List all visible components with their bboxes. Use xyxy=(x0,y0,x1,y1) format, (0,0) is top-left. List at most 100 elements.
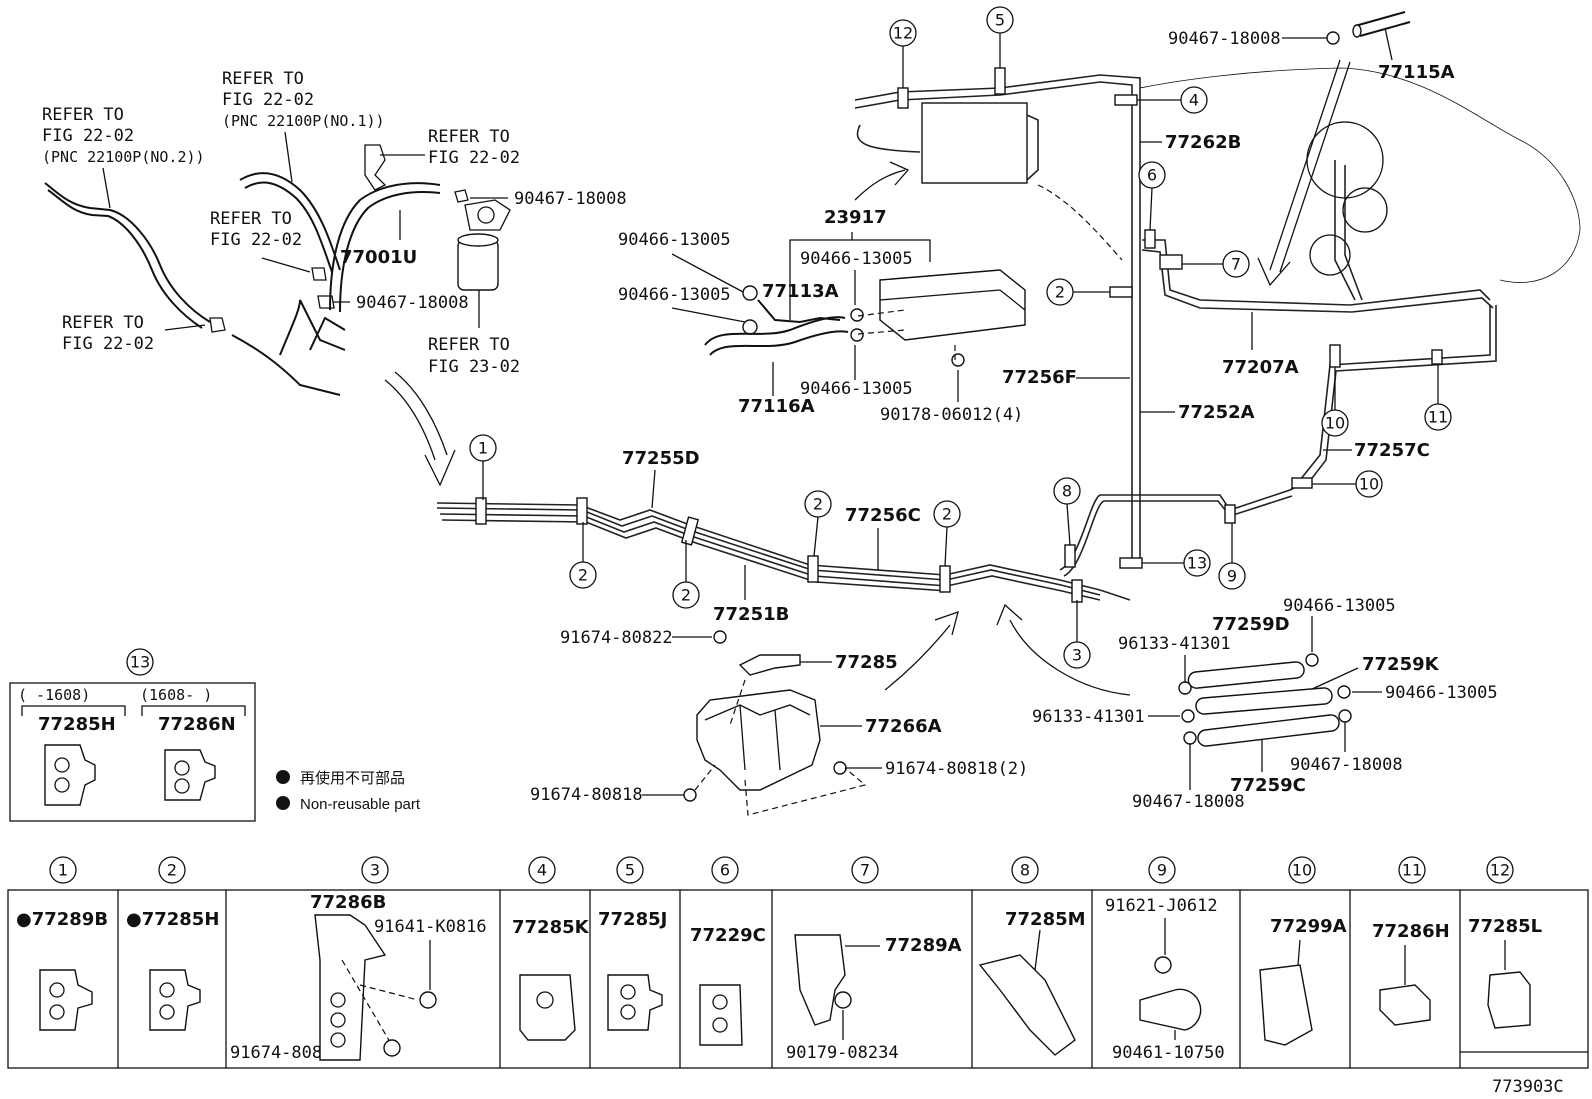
refer-label: REFER TO xyxy=(222,69,304,89)
svg-text:7: 7 xyxy=(1231,255,1241,274)
svg-text:2: 2 xyxy=(578,566,588,585)
table-num: 1 xyxy=(58,861,68,880)
callout-2: 2 xyxy=(672,540,700,609)
table-num: 8 xyxy=(1020,861,1030,880)
svg-text:9: 9 xyxy=(1227,567,1237,586)
callout-2: 2 xyxy=(933,500,961,567)
table-part: 91621-J0612 xyxy=(1105,896,1218,916)
top-center-group: 23917 90466-13005 90466-13005 77113A 904… xyxy=(618,11,1581,565)
table-part: 77289A xyxy=(885,935,962,956)
refer-label: REFER TO xyxy=(428,335,510,355)
bolt-drawing xyxy=(419,991,437,1009)
pipe-loop xyxy=(856,114,1039,181)
arrow-head xyxy=(1257,257,1291,287)
clamp-drawing xyxy=(1259,964,1313,1046)
hose-77001U-edge xyxy=(339,191,441,313)
inset-range: ( -1608) xyxy=(18,686,90,704)
part-label: 90467-18008 xyxy=(514,189,627,209)
pipe-77262B-b xyxy=(854,81,1133,565)
inset-frame xyxy=(9,682,256,822)
table-num: 11 xyxy=(1402,861,1422,880)
svg-text:5: 5 xyxy=(995,11,1005,30)
protector-detail xyxy=(704,704,811,771)
legend-jp: 再使用不可部品 xyxy=(300,769,405,787)
hose-77115A xyxy=(1354,11,1406,27)
part-label: 90466-13005 xyxy=(618,285,731,305)
clip-part xyxy=(317,295,335,309)
table-part: 77286B xyxy=(310,892,386,913)
part-label: 90467-18008 xyxy=(1168,29,1281,49)
table-num: 4 xyxy=(537,861,547,880)
part-label: 77257C xyxy=(1354,440,1430,461)
clip-part xyxy=(1305,653,1319,667)
hose-77116A xyxy=(704,316,846,346)
clip-part xyxy=(1337,685,1351,699)
nut-drawing xyxy=(834,991,852,1009)
leader-line xyxy=(1384,27,1393,61)
clamp-marker xyxy=(939,565,951,593)
bracket-77285 xyxy=(738,654,801,676)
bolt-drawing xyxy=(1154,956,1172,974)
arrow-head xyxy=(934,610,959,636)
clamp-marker xyxy=(1329,344,1341,368)
hose-bottom3 xyxy=(309,316,346,351)
svg-text:2: 2 xyxy=(681,586,691,605)
svg-text:2: 2 xyxy=(813,495,823,514)
part-label: 90466-13005 xyxy=(1385,683,1498,703)
body-outline xyxy=(1139,67,1581,283)
clip-part xyxy=(209,317,226,333)
clamp-marker xyxy=(1431,349,1443,365)
clamp-marker xyxy=(897,87,909,109)
canister-valve xyxy=(464,199,511,231)
legend-en: Non-reusable part xyxy=(300,796,421,813)
table-part: 77285K xyxy=(512,917,590,938)
callout-2: 2 xyxy=(569,522,597,589)
clip-part xyxy=(1178,681,1192,695)
clamp-marker xyxy=(807,555,819,583)
direction-arrow xyxy=(854,169,906,201)
callout-11: 11 xyxy=(1424,364,1452,431)
canister-top xyxy=(457,233,499,247)
protector-group: 91674-80822 77285 77266A 91674-80818(2) … xyxy=(530,603,1131,816)
clip-drawing xyxy=(794,934,846,1026)
figure-code: 773903C xyxy=(1492,1077,1564,1097)
hose-77259K xyxy=(1195,687,1333,715)
callout-12: 12 xyxy=(889,19,917,88)
svg-text:10: 10 xyxy=(1359,475,1379,494)
arrow-head xyxy=(996,603,1023,626)
table-sub: 91674-80818 xyxy=(230,1043,343,1063)
svg-text:1: 1 xyxy=(478,439,488,458)
svg-text:3: 3 xyxy=(1072,646,1082,665)
refer-label: (PNC 22100P(NO.1)) xyxy=(222,112,385,130)
inset-range: (1608- ) xyxy=(140,686,212,704)
canister-body xyxy=(457,239,499,291)
inset-13: 13 ( -1608) (1608- ) 77285H 77286N xyxy=(9,648,256,822)
clip-part xyxy=(742,285,758,301)
outline-dash xyxy=(1037,184,1123,261)
bracket-23917 xyxy=(789,239,931,320)
parts-table: 1 2 3 4 5 6 7 8 9 10 11 12 ●77289B ●7728… xyxy=(7,856,1589,1097)
svg-text:6: 6 xyxy=(1147,166,1157,185)
svg-text:12: 12 xyxy=(893,24,913,43)
leader-line xyxy=(1309,667,1359,691)
clip-part xyxy=(311,267,327,281)
table-num: 5 xyxy=(625,861,635,880)
clamp-marker xyxy=(1291,477,1313,489)
part-label: 90466-13005 xyxy=(1283,596,1396,616)
hose-left-edge xyxy=(47,189,203,329)
part-label: 77266A xyxy=(865,716,942,737)
table-sub: 91641-K0816 xyxy=(374,917,487,937)
part-label: 90178-06012(4) xyxy=(880,405,1023,425)
part-label: 23917 xyxy=(824,207,887,228)
callout-10: 10 xyxy=(1321,367,1349,437)
part-label: 77252A xyxy=(1178,402,1255,423)
ecu-upper xyxy=(921,102,1028,184)
part-label: 77251B xyxy=(713,604,789,625)
clamp-drawing xyxy=(1487,971,1531,1029)
table-part: 77299A xyxy=(1270,916,1347,937)
arrow-head xyxy=(424,449,456,487)
hose-center-edge xyxy=(244,181,333,273)
refer-label: FIG 22-02 xyxy=(62,334,154,354)
floor-pipes: 77255D 77256C 77251B xyxy=(436,67,1443,625)
